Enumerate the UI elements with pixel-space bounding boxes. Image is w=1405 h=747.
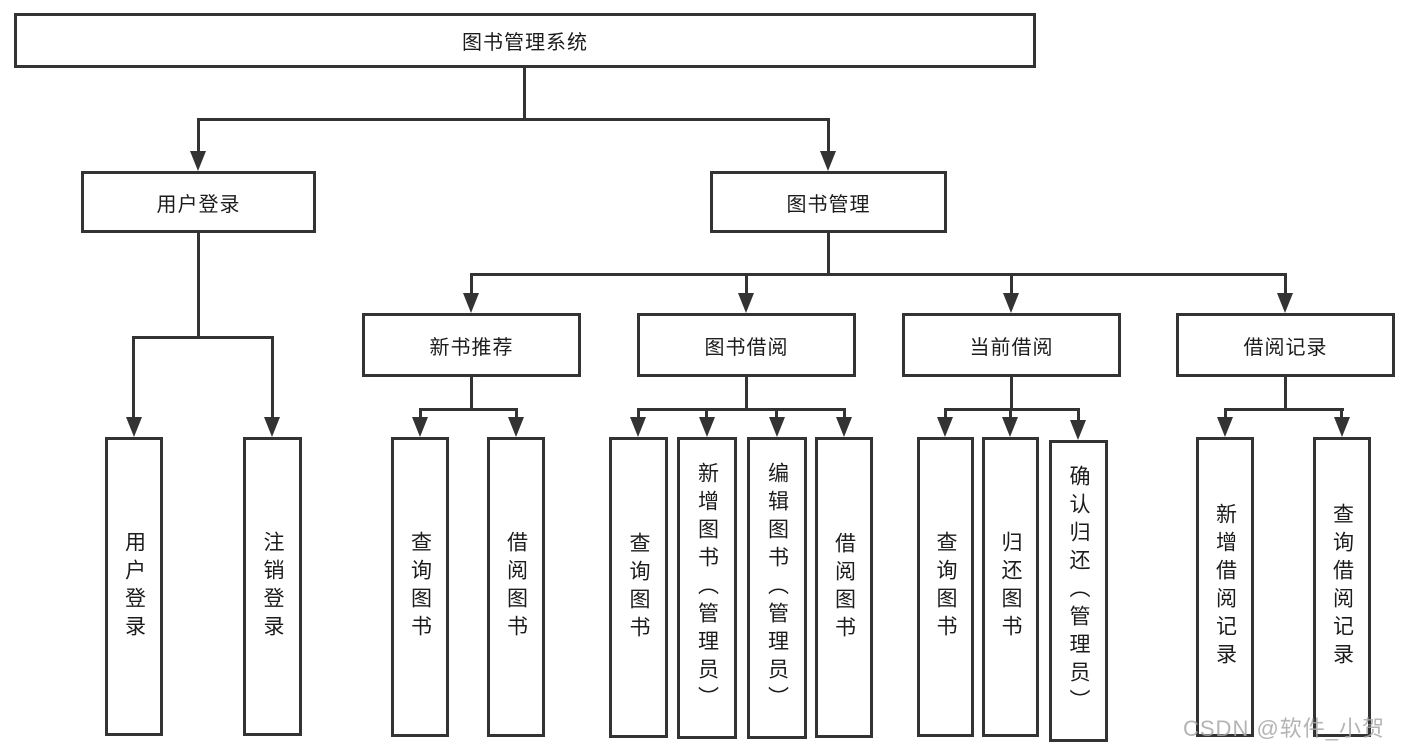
arrow-down-icon [264, 417, 280, 437]
node-label: 查询借阅记录 [1330, 503, 1354, 671]
arrow-down-icon [738, 293, 754, 313]
node-query-books-borrowing: 查询图书 [609, 437, 668, 738]
connector-line [745, 273, 748, 294]
node-label: 借阅图书 [504, 531, 528, 643]
connector-line [1010, 377, 1013, 408]
arrow-down-icon [1334, 417, 1350, 437]
arrow-down-icon [937, 417, 953, 437]
connector-line [419, 408, 422, 418]
arrow-down-icon [1003, 293, 1019, 313]
node-label: 新增借阅记录 [1213, 503, 1237, 671]
node-label: 借阅图书 [832, 531, 856, 644]
node-label: 图书管理 [786, 193, 871, 216]
connector-line [944, 408, 1080, 411]
node-query-books-recommend: 查询图书 [391, 437, 449, 737]
node-borrowing-records: 借阅记录 [1176, 313, 1395, 377]
node-borrow-books: 借阅图书 [815, 437, 873, 738]
connector-line [523, 68, 526, 118]
connector-line [515, 408, 518, 418]
node-label: 注销登录 [261, 530, 284, 643]
arrow-down-icon [836, 417, 852, 437]
node-label: 编辑图书（管理员） [765, 462, 789, 714]
connector-line [827, 233, 830, 273]
connector-line [944, 408, 947, 418]
arrow-down-icon [1070, 420, 1086, 440]
connector-line [827, 118, 830, 154]
node-borrow-books-recommend: 借阅图书 [487, 437, 545, 737]
node-query-borrow-record: 查询借阅记录 [1313, 437, 1371, 737]
node-label: 确认归还（管理员） [1067, 465, 1090, 717]
connector-line [1224, 408, 1227, 418]
node-label: 图书管理系统 [462, 32, 588, 54]
connector-line [419, 408, 517, 411]
arrow-down-icon [630, 417, 646, 437]
arrow-down-icon [508, 417, 524, 437]
arrow-down-icon [1002, 417, 1018, 437]
connector-line [1009, 408, 1012, 418]
node-label: 新书推荐 [429, 336, 514, 359]
node-root: 图书管理系统 [14, 13, 1036, 68]
connector-line [197, 233, 200, 337]
connector-line [843, 408, 846, 418]
node-label: 查询图书 [627, 531, 650, 644]
node-label: 借阅记录 [1243, 336, 1328, 359]
arrow-down-icon [463, 293, 479, 313]
connector-line [1284, 273, 1287, 294]
arrow-down-icon [820, 151, 836, 171]
connector-line [470, 273, 473, 294]
node-label: 归还图书 [999, 531, 1022, 643]
arrow-down-icon [769, 417, 785, 437]
connector-line [132, 336, 274, 339]
node-add-borrow-record: 新增借阅记录 [1196, 437, 1254, 737]
node-login: 用户登录 [105, 437, 163, 736]
node-book-borrowing: 图书借阅 [637, 313, 856, 377]
node-label: 用户登录 [122, 530, 146, 643]
connector-line [470, 273, 1287, 276]
node-label: 查询图书 [408, 531, 432, 643]
arrow-down-icon [190, 151, 206, 171]
connector-line [745, 377, 748, 408]
node-confirm-return-admin: 确认归还（管理员） [1049, 440, 1108, 742]
node-label: 查询图书 [934, 531, 957, 643]
node-label: 用户登录 [156, 193, 241, 216]
connector-line [1284, 377, 1287, 408]
node-current-borrowing: 当前借阅 [902, 313, 1121, 377]
arrow-down-icon [1277, 293, 1293, 313]
node-label: 新增图书（管理员） [695, 462, 719, 714]
node-logout: 注销登录 [243, 437, 302, 736]
connector-line [197, 118, 200, 154]
connector-line [1010, 273, 1013, 294]
node-return-books: 归还图书 [982, 437, 1039, 737]
arrow-down-icon [412, 417, 428, 437]
connector-line [705, 408, 708, 418]
arrow-down-icon [1217, 417, 1233, 437]
node-edit-book-admin: 编辑图书（管理员） [747, 437, 807, 739]
connector-line [1224, 408, 1344, 411]
connector-line [132, 336, 135, 418]
connector-line [637, 408, 846, 411]
connector-line [470, 377, 473, 408]
arrow-down-icon [126, 417, 142, 437]
node-new-book-recommend: 新书推荐 [362, 313, 581, 377]
node-label: 当前借阅 [969, 336, 1054, 359]
connector-line [775, 408, 778, 418]
connector-line [1340, 408, 1343, 418]
connector-line [197, 118, 830, 121]
node-add-book-admin: 新增图书（管理员） [677, 437, 737, 739]
connector-line [637, 408, 640, 418]
connector-line [1077, 408, 1080, 421]
node-label: 图书借阅 [704, 336, 789, 359]
node-book-management: 图书管理 [710, 171, 947, 233]
node-query-books-current: 查询图书 [917, 437, 974, 737]
connector-line [271, 336, 274, 418]
arrow-down-icon [699, 417, 715, 437]
node-user-login: 用户登录 [81, 171, 316, 233]
